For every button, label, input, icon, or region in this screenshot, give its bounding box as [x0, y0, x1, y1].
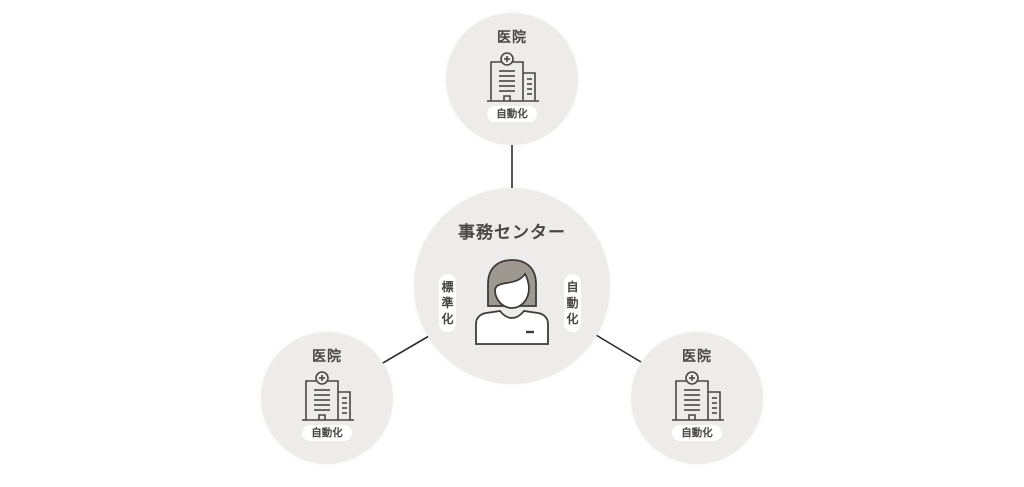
label-char: 動 — [566, 296, 579, 310]
office-center-node: 事務センター 標 準 化 自 動 化 — [414, 188, 610, 384]
hospital-title: 医院 — [497, 30, 527, 46]
automation-label: 自 動 化 — [564, 274, 581, 332]
hospital-building-icon — [302, 371, 354, 421]
center-title: 事務センター — [458, 223, 566, 243]
automation-badge: 自動化 — [672, 425, 722, 441]
hospital-node-bottom-left: 医院 自動化 — [261, 332, 393, 464]
label-char: 化 — [566, 312, 579, 326]
hospital-node-bottom-right: 医院 自動化 — [631, 332, 763, 464]
connector-right — [595, 334, 642, 363]
hospital-title: 医院 — [312, 349, 342, 365]
hospital-building-icon — [672, 371, 724, 421]
label-char: 化 — [441, 312, 454, 326]
hospital-building-icon — [487, 52, 539, 102]
label-char: 準 — [441, 296, 454, 310]
person-staff-icon — [475, 259, 549, 345]
automation-badge: 自動化 — [487, 106, 537, 122]
automation-badge: 自動化 — [302, 425, 352, 441]
hospital-title: 医院 — [682, 349, 712, 365]
label-char: 自 — [566, 280, 579, 294]
label-char: 標 — [441, 280, 454, 294]
hospital-node-top: 医院 自動化 — [446, 13, 578, 145]
standardization-label: 標 準 化 — [439, 274, 456, 332]
